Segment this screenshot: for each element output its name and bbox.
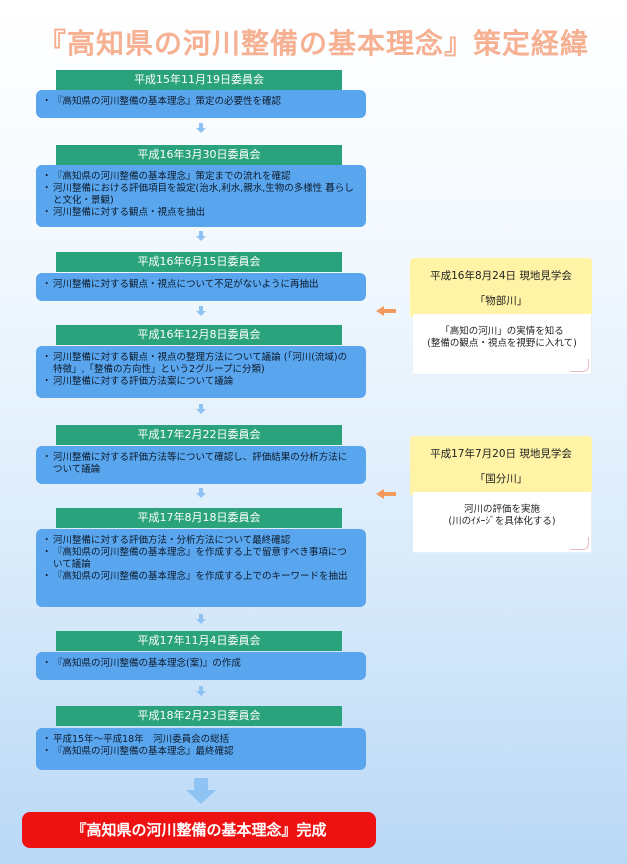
meeting-item: 『高知県の河川整備の基本理念』策定の必要性を確認 (42, 96, 356, 108)
meeting-item: 『高知県の河川整備の基本理念(案)』の作成 (42, 658, 356, 670)
meeting-box-2: 『高知県の河川整備の基本理念』策定までの流れを確認 河川整備における評価項目を設… (36, 165, 366, 227)
meeting-item: 『高知県の河川整備の基本理念』最終確認 (42, 746, 356, 758)
meeting-date-3: 平成16年6月15日委員会 (56, 252, 342, 272)
meeting-date-5: 平成17年2月22日委員会 (56, 425, 342, 445)
flow-arrow-icon (196, 686, 206, 696)
site-visit-place: 「物部川」 (474, 295, 528, 307)
meeting-date-7: 平成17年11月4日委員会 (56, 631, 342, 651)
flow-arrow-icon (196, 231, 206, 241)
meeting-box-5: 河川整備に対する評価方法等について確認し、評価結果の分析方法について議論 (36, 446, 366, 484)
site-visit-note-2: 河川の評価を実施 (川のｲﾒｰｼﾞを具体化する) (413, 492, 591, 552)
site-visit-note-line: 「高知の河川」の実情を知る (440, 326, 564, 337)
meeting-item: 河川整備に対する観点・視点について不足がないように再抽出 (42, 279, 356, 291)
meeting-box-4: 河川整備に対する観点・視点の整理方法について議論 (「河川(流域)の特徴」,「整… (36, 346, 366, 398)
meeting-date-4: 平成16年12月8日委員会 (56, 325, 342, 345)
flow-arrow-icon (196, 614, 206, 624)
meeting-box-1: 『高知県の河川整備の基本理念』策定の必要性を確認 (36, 90, 366, 118)
site-visit-1: 平成16年8月24日 現地見学会 「物部川」 (410, 258, 592, 318)
site-visit-note-1: 「高知の河川」の実情を知る (整備の観点・視点を視野に入れて) (413, 314, 591, 374)
meeting-date-6: 平成17年8月18日委員会 (56, 508, 342, 528)
meeting-box-7: 『高知県の河川整備の基本理念(案)』の作成 (36, 652, 366, 680)
flow-arrow-icon (196, 306, 206, 316)
meeting-box-3: 河川整備に対する観点・視点について不足がないように再抽出 (36, 273, 366, 301)
flow-arrow-icon (196, 488, 206, 498)
meeting-item: 『高知県の河川整備の基本理念』を作成する上で留意すべき事項について議論 (42, 547, 356, 571)
meeting-item: 河川整備に対する観点・視点の整理方法について議論 (「河川(流域)の特徴」,「整… (42, 352, 356, 376)
meeting-date-1: 平成15年11月19日委員会 (56, 70, 342, 90)
side-arrow-icon (376, 489, 396, 499)
page-title: 『高知県の河川整備の基本理念』策定経緯 (37, 27, 589, 60)
meeting-item: 『高知県の河川整備の基本理念』策定までの流れを確認 (42, 171, 356, 183)
meeting-item: 河川整備に対する観点・視点を抽出 (42, 207, 356, 219)
flow-arrow-icon (196, 404, 206, 414)
flow-arrow-icon (196, 123, 206, 133)
page-curl-icon (570, 359, 589, 372)
site-visit-2: 平成17年7月20日 現地見学会 「国分川」 (410, 436, 592, 496)
meeting-item: 平成15年～平成18年 河川委員会の総括 (42, 734, 356, 746)
meeting-box-8: 平成15年～平成18年 河川委員会の総括 『高知県の河川整備の基本理念』最終確認 (36, 728, 366, 770)
site-visit-title: 平成16年8月24日 現地見学会 (430, 270, 572, 282)
site-visit-note-line: (整備の観点・視点を視野に入れて) (427, 338, 577, 349)
meeting-item: 河川整備における評価項目を設定(治水,利水,親水,生物の多様性 暮らしと文化・景… (42, 183, 356, 207)
meeting-box-6: 河川整備に対する評価方法・分析方法について最終確認 『高知県の河川整備の基本理念… (36, 529, 366, 607)
page-curl-icon (570, 537, 589, 550)
meeting-date-8: 平成18年2月23日委員会 (56, 706, 342, 726)
meeting-item: 河川整備に対する評価方法・分析方法について最終確認 (42, 535, 356, 547)
site-visit-note-line: (川のｲﾒｰｼﾞを具体化する) (448, 516, 556, 527)
meeting-item: 河川整備に対する評価方法等について確認し、評価結果の分析方法について議論 (42, 452, 356, 476)
site-visit-title: 平成17年7月20日 現地見学会 (430, 448, 572, 460)
site-visit-place: 「国分川」 (474, 473, 528, 485)
side-arrow-icon (376, 306, 396, 316)
site-visit-note-line: 河川の評価を実施 (463, 504, 540, 515)
big-down-arrow-icon (186, 778, 216, 804)
meeting-date-2: 平成16年3月30日委員会 (56, 145, 342, 165)
meeting-item: 『高知県の河川整備の基本理念』を作成する上でのキーワードを抽出 (42, 571, 356, 583)
meeting-item: 河川整備に対する評価方法案について議論 (42, 376, 356, 388)
completion-banner: 『高知県の河川整備の基本理念』完成 (22, 812, 376, 848)
